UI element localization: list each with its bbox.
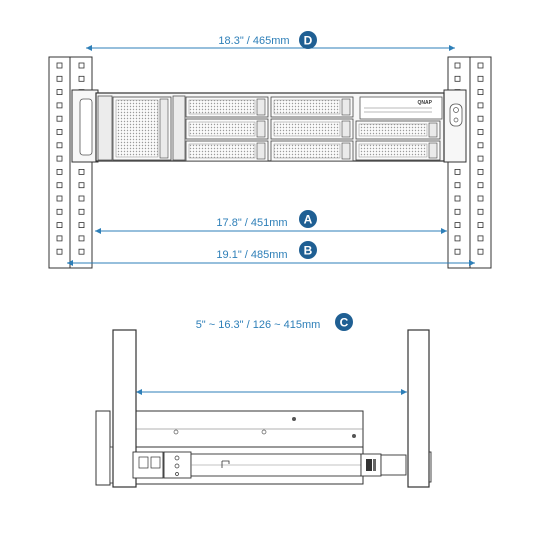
rack-hole: [78, 62, 85, 69]
rack-hole: [78, 208, 85, 215]
rack-hole: [477, 89, 484, 95]
rack-hole: [477, 142, 484, 149]
rack-hole: [477, 182, 484, 189]
side-rack-post-right: [407, 329, 430, 488]
rack-hole: [477, 62, 484, 69]
drive-tray: [112, 96, 172, 161]
badge-c: [335, 313, 353, 331]
badge-a-letter: A: [304, 213, 313, 227]
rack-hole: [477, 102, 484, 109]
rack-hole: [454, 195, 461, 202]
rack-hole: [56, 142, 63, 149]
badge-b: [299, 241, 317, 259]
rack-hole: [56, 168, 63, 175]
badge-d: [299, 31, 317, 49]
dimension-c-label: 5" ~ 16.3" / 126 ~ 415mm: [196, 319, 321, 331]
badge-c-letter: C: [340, 316, 349, 330]
badge-d-letter: D: [304, 34, 313, 48]
rack-hole: [477, 75, 484, 82]
brand-logo: QNAP: [418, 100, 433, 106]
rack-hole: [477, 222, 484, 229]
rack-hole: [477, 129, 484, 135]
rack-hole: [78, 168, 85, 175]
rack-hole: [78, 248, 85, 255]
rack-hole: [454, 222, 461, 229]
drive-tray: [270, 96, 354, 118]
rack-hole: [78, 195, 85, 202]
drive-tray: [355, 120, 441, 140]
drive-tray: [355, 140, 441, 161]
drive-tray: [185, 140, 269, 162]
rack-hole: [454, 235, 461, 242]
rack-hole: [477, 115, 484, 122]
dimension-b: 19.1" / 485mm B: [67, 241, 475, 266]
rack-hole: [56, 115, 63, 122]
drive-tray: [185, 96, 269, 118]
rack-hole: [56, 235, 63, 242]
side-rack-post-left: [112, 329, 137, 488]
badge-a: [299, 210, 317, 228]
dimension-d: 18.3" / 465mm D: [86, 31, 455, 51]
rack-hole: [454, 208, 461, 215]
dimension-a-label: 17.8" / 451mm: [216, 217, 287, 229]
rack-hole: [477, 208, 484, 215]
rack-hole: [56, 208, 63, 215]
rack-hole: [56, 62, 63, 69]
rack-hole: [477, 195, 484, 202]
dimension-a: 17.8" / 451mm A: [95, 210, 447, 234]
rack-hole: [454, 75, 461, 82]
rack-hole: [477, 168, 484, 175]
rack-hole: [56, 155, 63, 162]
rail-bracket: [132, 451, 432, 483]
front-view: 18.3" / 465mm D: [48, 31, 492, 269]
dimension-b-label: 19.1" / 485mm: [216, 249, 287, 261]
nas-chassis-front: QNAP: [71, 89, 467, 163]
rack-hole: [454, 248, 461, 255]
rack-hole: [454, 62, 461, 69]
rack-hole: [56, 195, 63, 202]
drive-tray: [185, 118, 269, 140]
rack-hole: [78, 182, 85, 189]
dimension-c: 5" ~ 16.3" / 126 ~ 415mm C: [136, 313, 407, 395]
rack-hole: [454, 168, 461, 175]
rack-hole: [56, 75, 63, 82]
side-view: 5" ~ 16.3" / 126 ~ 415mm C: [95, 313, 432, 488]
control-panel: QNAP: [359, 96, 463, 127]
rack-hole: [477, 235, 484, 242]
rack-hole: [56, 182, 63, 189]
drive-tray: [270, 118, 354, 140]
rack-hole: [56, 129, 63, 135]
rack-hole: [477, 248, 484, 255]
rack-hole: [56, 89, 63, 95]
drive-bays: [112, 96, 441, 162]
rack-hole: [78, 222, 85, 229]
rack-hole: [477, 155, 484, 162]
rack-hole: [56, 102, 63, 109]
rack-hole: [78, 75, 85, 82]
rack-hole: [56, 222, 63, 229]
dimension-d-label: 18.3" / 465mm: [218, 35, 289, 47]
rack-hole: [454, 182, 461, 189]
rack-hole: [56, 248, 63, 255]
badge-b-letter: B: [304, 244, 313, 258]
rack-hole: [78, 235, 85, 242]
drive-tray: [270, 140, 354, 162]
